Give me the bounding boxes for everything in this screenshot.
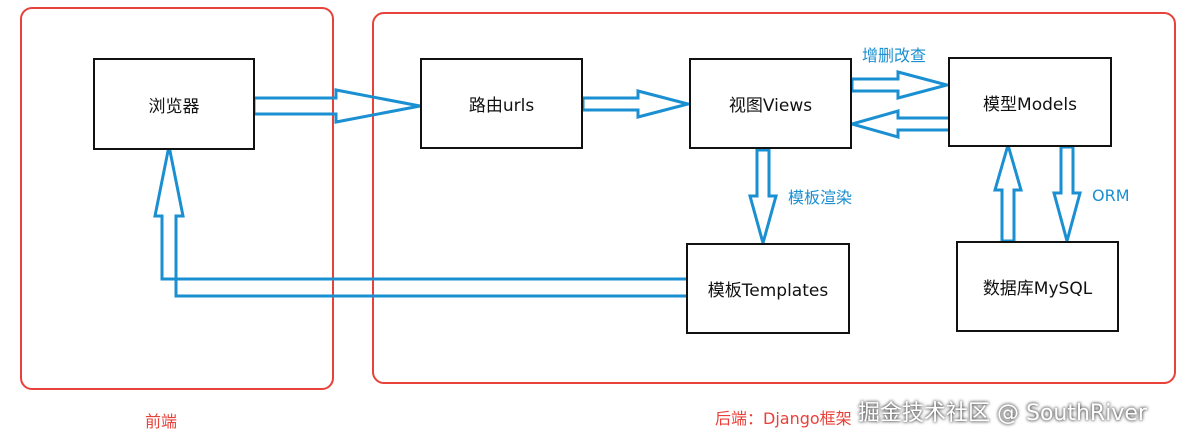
views-node: 视图Views xyxy=(689,58,852,149)
backend-label: 后端：Django框架 xyxy=(715,409,852,428)
models-node-label: 模型Models xyxy=(983,94,1077,115)
database-node-label: 数据库MySQL xyxy=(982,279,1093,299)
browser-node: 浏览器 xyxy=(93,58,255,150)
edge-label-template-render: 模板渲染 xyxy=(788,188,853,207)
views-node-label: 视图Views xyxy=(728,96,813,116)
router-node-label: 路由urls xyxy=(468,96,535,116)
database-node: 数据库MySQL xyxy=(956,241,1119,332)
templates-node: 模板Templates xyxy=(686,243,850,334)
watermark-text: 掘金技术社区 @ SouthRiver xyxy=(858,401,1147,426)
frontend-label: 前端 xyxy=(145,412,178,431)
browser-node-label: 浏览器 xyxy=(148,96,200,117)
templates-node-label: 模板Templates xyxy=(707,281,829,301)
edge-label-orm: ORM xyxy=(1092,186,1130,205)
edge-label-crud: 增删改查 xyxy=(862,46,927,65)
router-node: 路由urls xyxy=(420,58,583,149)
models-node: 模型Models xyxy=(948,57,1112,147)
